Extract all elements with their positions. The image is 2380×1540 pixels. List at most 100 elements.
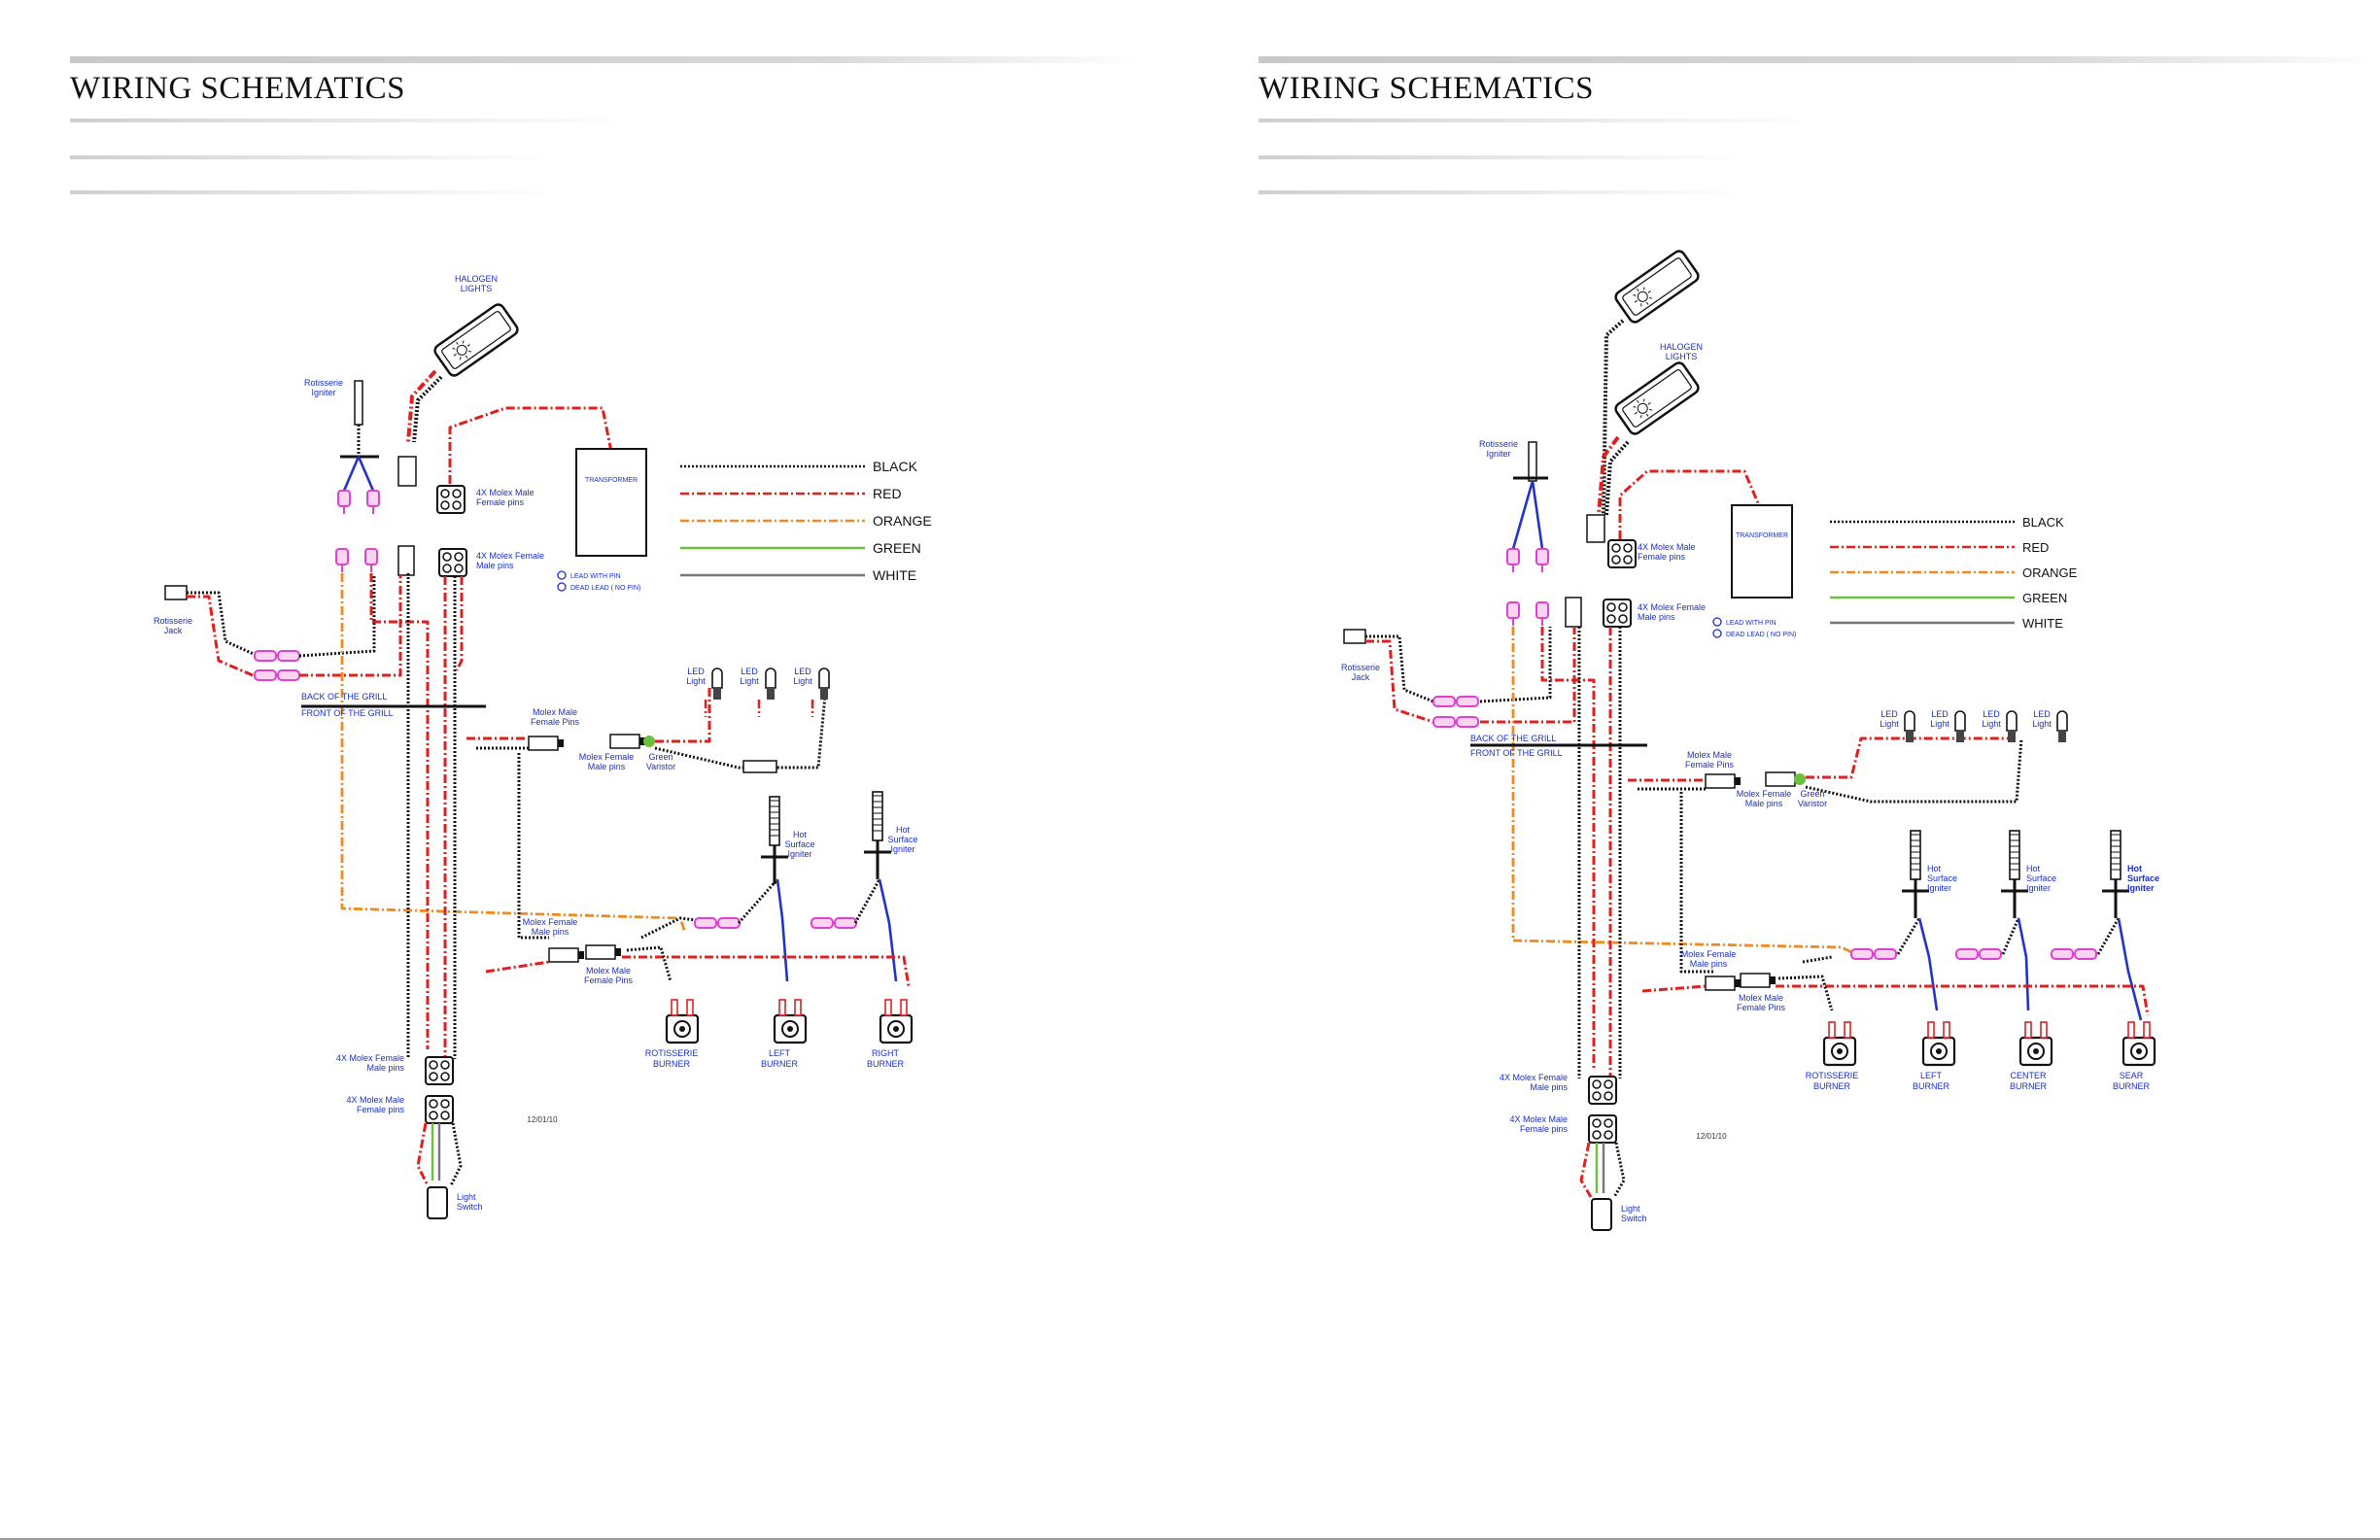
wire-black [1479,627,1552,703]
wire-black [1604,440,1630,516]
legend-label-white: WHITE [873,567,916,583]
halogen-light-icon [1614,361,1700,435]
label-line: TRANSFORMER [585,477,638,484]
divider-rule [1259,190,1744,194]
molex-2x-latch [639,737,645,745]
led-light-icon [2056,710,2068,732]
header-rule [70,56,1139,63]
legend-label-red: RED [2022,540,2049,555]
inline-pink-connector [254,669,277,681]
burner-knob-center [1837,1048,1843,1054]
molex-pin [442,552,452,562]
rotisserie-jack-icon [164,585,188,600]
label-line: BURNER [2113,1081,2151,1091]
label-line: Male pins [1745,799,1783,808]
legend-label-white: WHITE [2022,616,2063,631]
led-base [1906,731,1914,742]
burner-terminal [2040,1021,2048,1039]
date-label: 12/01/10 [1696,1132,1727,1141]
divider-rule [70,190,556,194]
pink-connector [1506,548,1520,565]
label-line: Rotisserie [154,616,192,626]
sun-ray [1642,398,1645,402]
label-line: RIGHT [872,1048,900,1058]
molex-pin [1611,543,1621,553]
label-line: Light [1621,1204,1640,1214]
burner-terminal [686,999,694,1016]
inline-pink-connector [254,650,277,662]
wire-red [1641,984,1707,993]
halogen-light-icon [1614,250,1700,324]
label-line: BURNER [761,1059,799,1069]
lead-with-pin-label: LEAD WITH PIN [570,573,621,580]
sun-ray [1647,291,1651,293]
led-light-icon [1904,710,1915,732]
rotisserie-plug [397,545,415,576]
label-line: 4X Molex Female [1638,602,1706,612]
led-light-icon [2006,710,2018,732]
molex-4x-connector [425,1056,454,1085]
halogen-housing [433,303,519,377]
legend-label-green: GREEN [873,540,921,556]
page-title: WIRING SCHEMATICS [1259,71,1594,106]
sun-ray [462,340,465,344]
label-line: Igniter [1927,883,1951,893]
pink-connector [1535,601,1549,619]
label-line: Male pins [588,762,626,771]
rotisserie-jack-icon [1343,629,1366,644]
igniter-lead [1531,480,1544,550]
legend-label-red: RED [873,486,902,501]
label-line: Light [1930,719,1949,729]
molex-4x-connector [1607,539,1637,568]
label-line: BURNER [1813,1081,1851,1091]
label-line: HALOGEN [455,274,498,284]
label-line: Surface [2127,873,2159,883]
molex-4x-connector [1603,599,1632,628]
sun-ray [1645,413,1649,417]
label-line: Male pins [366,1063,404,1073]
label-line: LED [687,667,705,676]
burner-knob-center [2033,1048,2039,1054]
label-line: BACK OF THE GRILL [1470,734,1556,743]
molex-pin [452,489,462,498]
molex-2x-connector [1740,973,1771,988]
led-light-icon [818,667,830,689]
molex-2x-latch [578,951,584,959]
rotisserie-igniter-icon [1528,441,1537,482]
left-page: WIRING SCHEMATICS [70,56,1139,194]
label-line: Molex Female [1681,949,1737,959]
led-base [767,688,775,700]
halogen-lens [441,311,511,369]
inline-pink-connector [811,917,834,929]
back-of-grill-label: BACK OF THE GRILL [1470,734,1556,743]
molex-pin [440,489,450,498]
lead-with-pin-icon [1712,617,1722,627]
igniter-lead [1917,917,1939,1011]
divider-rule [1259,155,1744,159]
inline-pink-connector [717,917,741,929]
led-light-icon [1954,710,1966,732]
halogen-housing [1614,361,1700,435]
molex-2x-latch [1735,979,1741,987]
label-line: Male pins [1530,1082,1568,1092]
label-line: Jack [1352,672,1370,682]
label-line: FRONT OF THE GRILL [1470,748,1563,758]
dead-lead-icon [1712,629,1722,638]
label-line: LIGHTS [461,284,493,293]
light-switch-icon [427,1186,448,1219]
wire-black [2001,917,2020,955]
dead-lead-icon [557,582,567,592]
molex-pin [1604,1091,1613,1101]
